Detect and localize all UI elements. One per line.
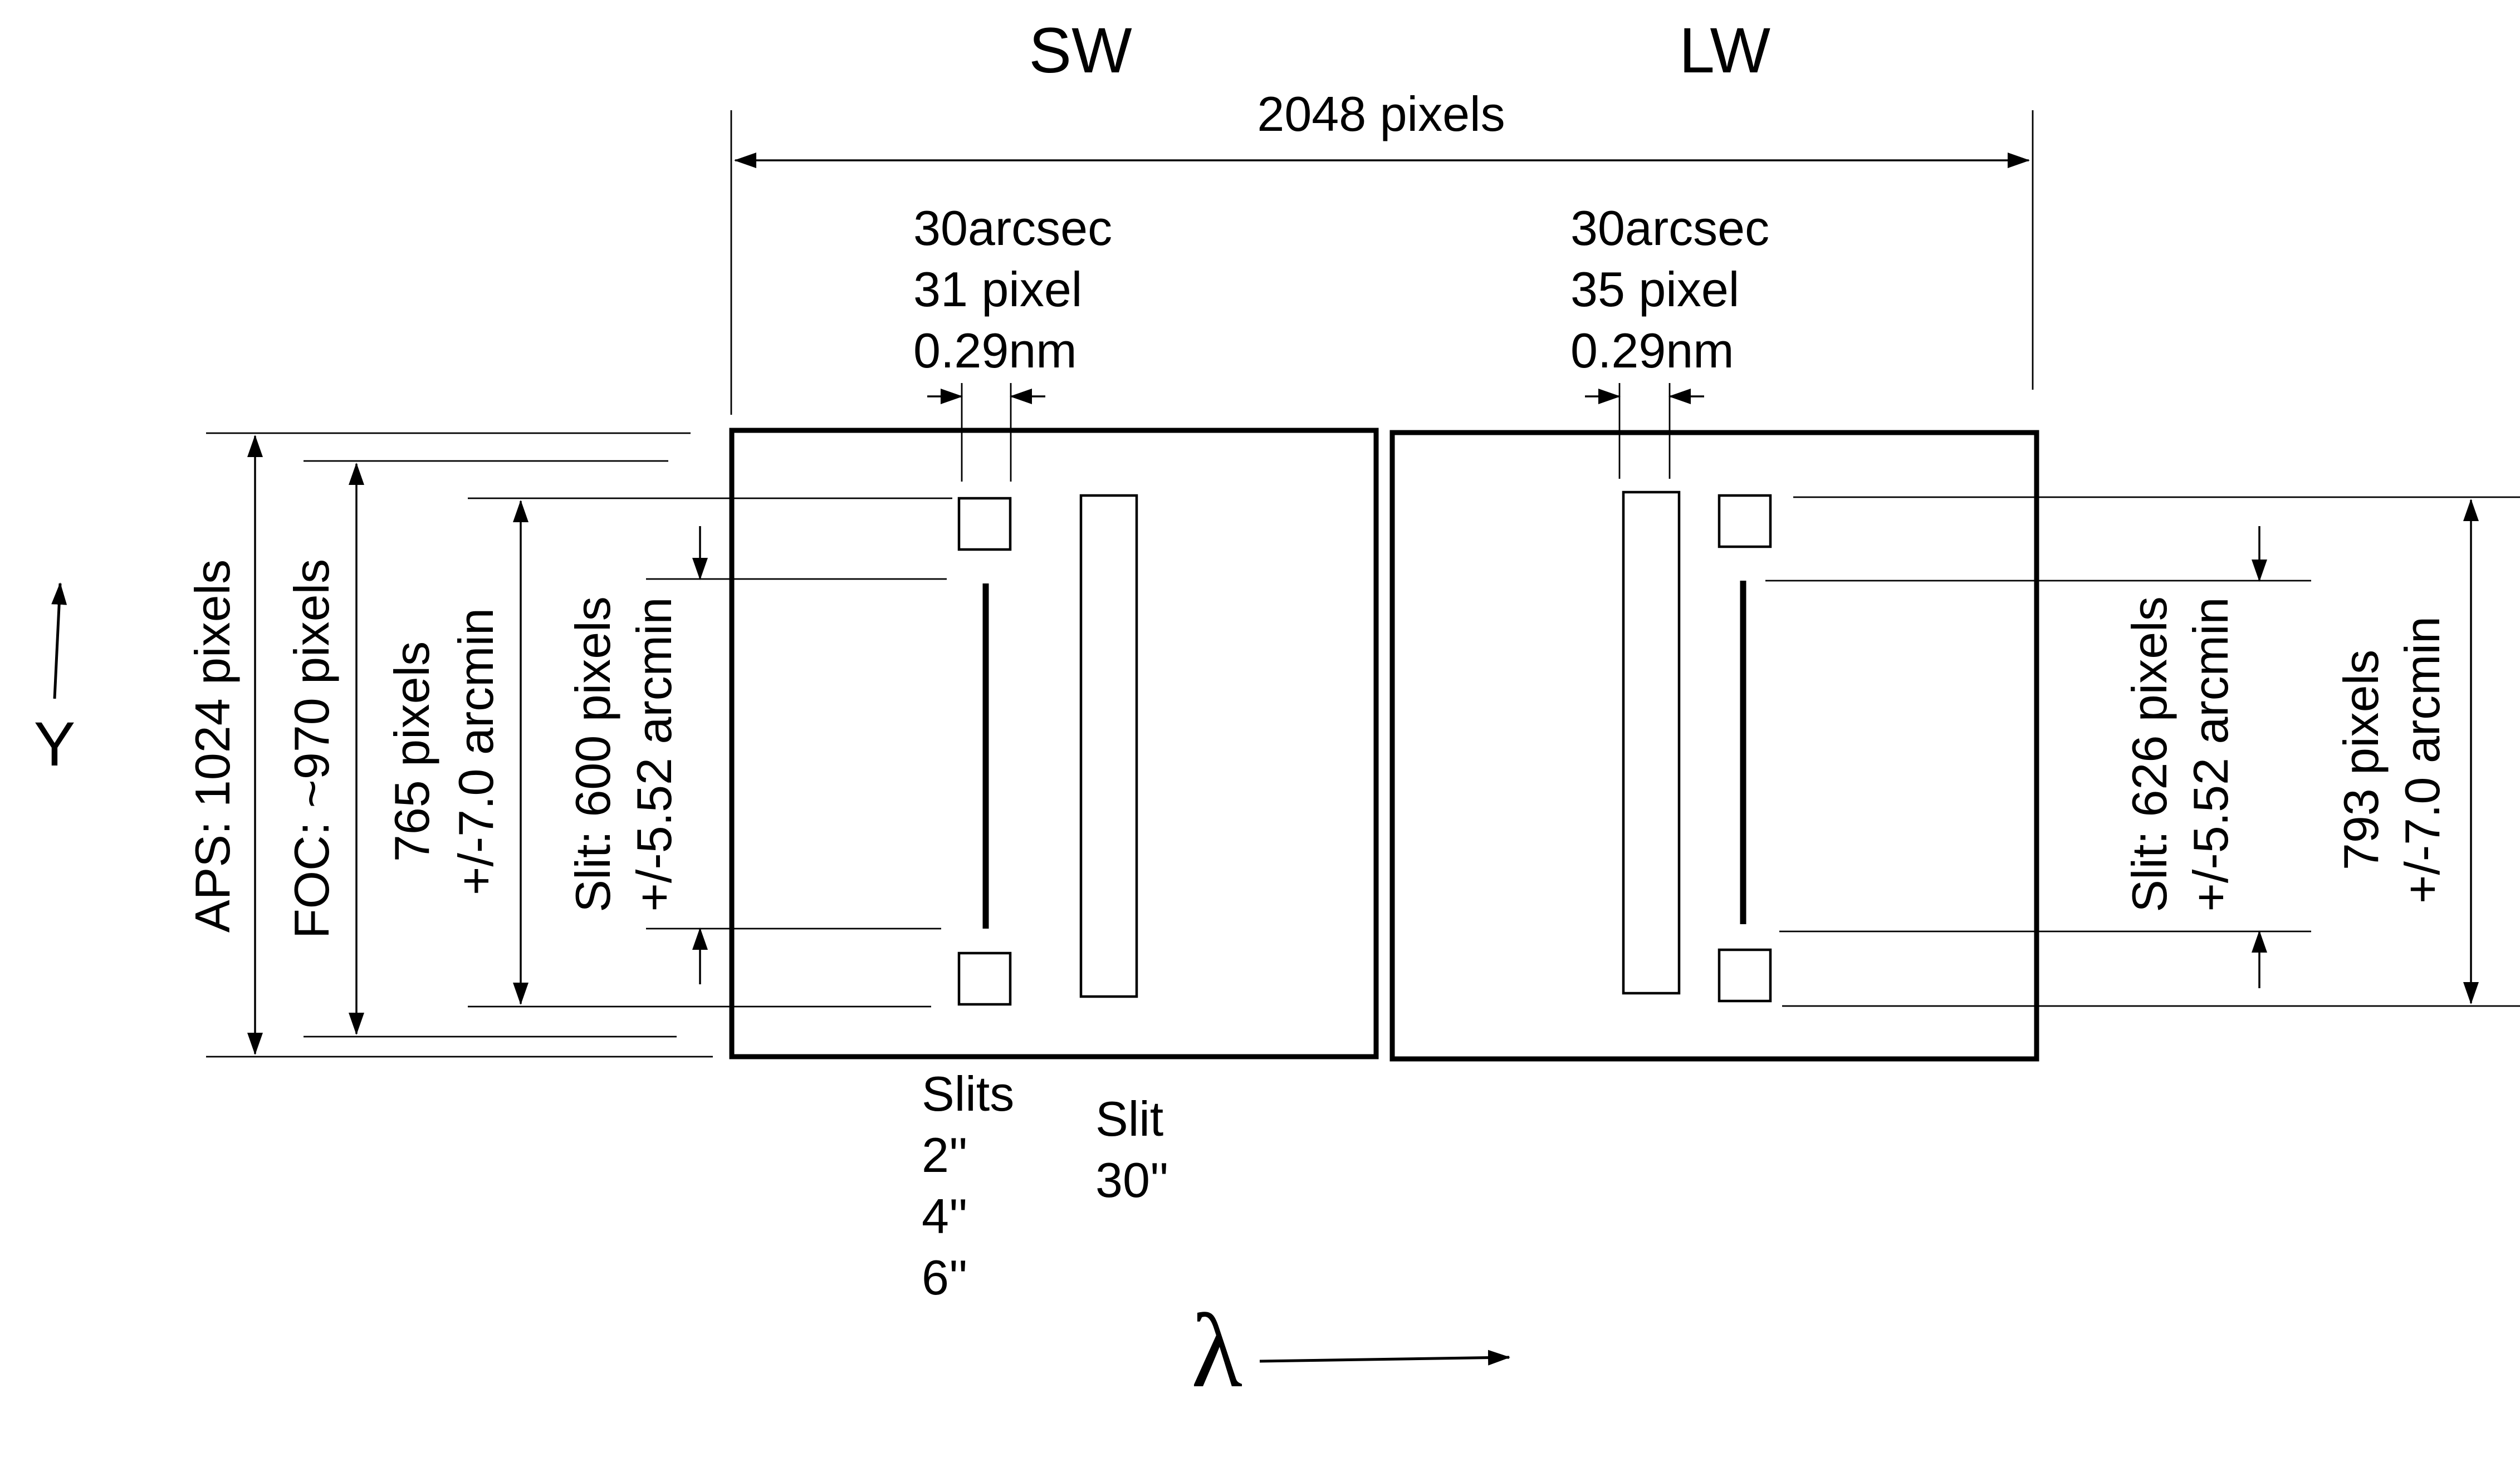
- lw-spec-line-1: 30arcsec: [1570, 200, 1769, 256]
- sw-spec-line-3: 0.29nm: [913, 323, 1077, 378]
- right-field-arcmin-label: +/-7.0 arcmin: [2395, 616, 2450, 904]
- right-extension-lines: [1765, 496, 2520, 1007]
- right-slit-pixels-label: Slit: 626 pixels: [2122, 596, 2177, 912]
- foc-label: FOC: ~970 pixels: [284, 559, 339, 939]
- sw-detector: [729, 428, 1379, 1059]
- sw-top-square-slit: [957, 497, 1012, 551]
- lw-spec-line-3: 0.29nm: [1570, 323, 1734, 378]
- narrow-slit-2arcsec: 2'': [922, 1127, 968, 1182]
- lambda-axis-arrow: [1259, 1350, 1510, 1366]
- lw-detector: [1389, 430, 2039, 1062]
- wide-slit-30arcsec-label: 30'': [1095, 1152, 1168, 1208]
- left-slit-arcmin-label: +/-5.52 arcmin: [627, 597, 682, 912]
- sw-spec-line-1: 30arcsec: [913, 200, 1112, 256]
- lw-top-square-slit: [1717, 494, 1772, 548]
- aps-label: APS: 1024 pixels: [185, 560, 240, 933]
- y-axis-label: Y: [34, 709, 76, 779]
- right-field-pixels-label: 793 pixels: [2333, 650, 2389, 870]
- sw-spec-line-2: 31 pixel: [913, 262, 1082, 317]
- narrow-slit-6arcsec: 6'': [922, 1250, 968, 1305]
- lw-bottom-square-slit: [1717, 948, 1772, 1003]
- lambda-axis-label: λ: [1191, 1293, 1242, 1410]
- y-axis-arrow: [51, 582, 67, 699]
- sw-bottom-square-slit: [957, 951, 1012, 1006]
- lw-title: LW: [1679, 15, 1770, 86]
- sw-wide-slit-30arcsec: [1079, 494, 1138, 998]
- sw-title: SW: [1029, 15, 1132, 86]
- left-field-pixels-label: 765 pixels: [384, 641, 439, 862]
- narrow-slit-4arcsec: 4'': [922, 1189, 968, 1244]
- total-width-label: 2048 pixels: [1257, 86, 1505, 141]
- left-field-arcmin-label: +/-7.0 arcmin: [448, 608, 503, 895]
- lw-wide-slit-30arcsec: [1622, 490, 1681, 995]
- right-slit-arcmin-label: +/-5.52 arcmin: [2183, 597, 2238, 912]
- wide-slit-title: Slit: [1095, 1091, 1163, 1146]
- lw-spec-line-2: 35 pixel: [1570, 262, 1739, 317]
- left-slit-pixels-label: Slit: 600 pixels: [565, 596, 620, 912]
- narrow-slits-title: Slits: [922, 1066, 1014, 1121]
